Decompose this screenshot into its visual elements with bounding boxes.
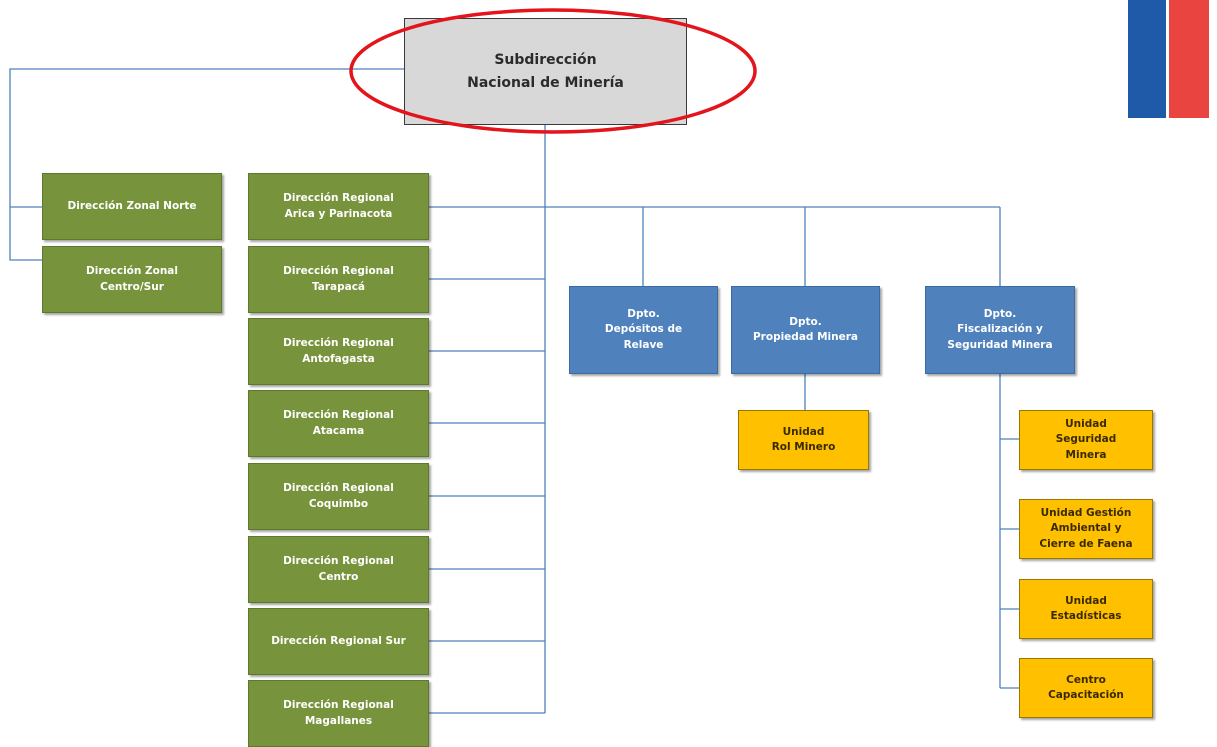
chile-flag-icon [1128, 0, 1209, 118]
node-unidad-estadisticas: Unidad Estadísticas [1019, 579, 1153, 639]
flag-blue-stripe [1128, 0, 1166, 118]
node-unidad-gestion-ambiental: Unidad Gestión Ambiental y Cierre de Fae… [1019, 499, 1153, 559]
node-dpto-depositos-relave: Dpto. Depósitos de Relave [569, 286, 718, 374]
node-regional-atacama: Dirección Regional Atacama [248, 390, 429, 457]
node-subdireccion-nacional: Subdirección Nacional de Minería [404, 18, 687, 125]
node-centro-capacitacion: Centro Capacitación [1019, 658, 1153, 718]
flag-red-stripe [1169, 0, 1209, 118]
node-regional-tarapaca: Dirección Regional Tarapacá [248, 246, 429, 313]
node-regional-antofagasta: Dirección Regional Antofagasta [248, 318, 429, 385]
node-unidad-seguridad-minera: Unidad Seguridad Minera [1019, 410, 1153, 470]
node-unidad-rol-minero: Unidad Rol Minero [738, 410, 869, 470]
node-direccion-zonal-norte: Dirección Zonal Norte [42, 173, 222, 240]
node-regional-arica: Dirección Regional Arica y Parinacota [248, 173, 429, 240]
node-dpto-propiedad-minera: Dpto. Propiedad Minera [731, 286, 880, 374]
node-regional-magallanes: Dirección Regional Magallanes [248, 680, 429, 747]
connector-root-zonal [9, 68, 404, 261]
node-regional-centro: Dirección Regional Centro [248, 536, 429, 603]
node-regional-coquimbo: Dirección Regional Coquimbo [248, 463, 429, 530]
flag-white-stripe [1166, 0, 1169, 118]
node-regional-sur: Dirección Regional Sur [248, 608, 429, 675]
node-dpto-fiscalizacion-seguridad: Dpto. Fiscalización y Seguridad Minera [925, 286, 1075, 374]
node-direccion-zonal-centro-sur: Dirección Zonal Centro/Sur [42, 246, 222, 313]
